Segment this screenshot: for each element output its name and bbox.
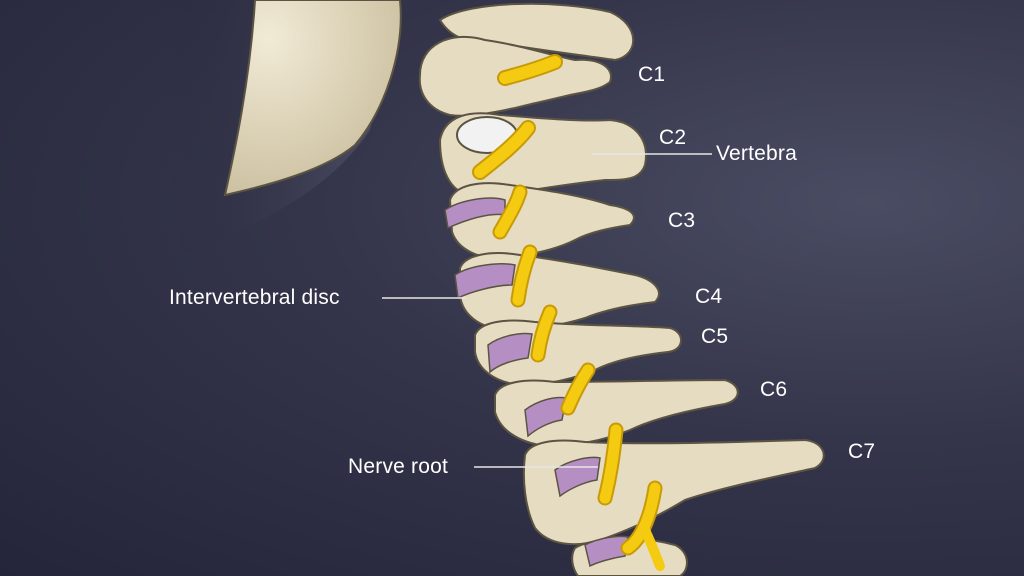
- label-c1: C1: [638, 63, 666, 86]
- intervertebral-disc-c7-t1: [584, 535, 629, 568]
- nerve-root-c1-fill: [499, 56, 561, 84]
- nerve-root-c2-fill: [474, 122, 534, 178]
- intervertebral-disc-c4-c5: [487, 332, 533, 374]
- nerve-root-c7-fill: [599, 424, 622, 504]
- label-c7: C7: [848, 440, 876, 463]
- label-intervertebral-disc: Intervertebral disc: [169, 286, 340, 309]
- skull-base: [223, 0, 402, 197]
- label-c2: C2: [659, 126, 687, 149]
- vertebra-c3: [448, 182, 635, 260]
- vertebra-c7: [522, 438, 825, 546]
- nerve-root-c3-fill: [494, 186, 526, 238]
- label-c3: C3: [668, 209, 696, 232]
- label-c4: C4: [695, 285, 723, 308]
- nerve-root-c5-fill: [532, 306, 556, 361]
- nerve-roots: [472, 54, 665, 571]
- nerve-root-c4-fill: [512, 246, 536, 306]
- intervertebral-disc-c2-c3: [444, 197, 506, 230]
- nerve-root-c8-branch: [640, 525, 665, 571]
- label-c5: C5: [701, 325, 729, 348]
- label-vertebra: Vertebra: [716, 142, 797, 165]
- intervertebral-disc-c5-c6: [524, 396, 567, 438]
- intervertebral-disc-c3-c4: [454, 263, 516, 300]
- label-c6: C6: [760, 378, 788, 401]
- label-nerve-root: Nerve root: [348, 455, 449, 478]
- nerve-root-c6-fill: [562, 364, 594, 414]
